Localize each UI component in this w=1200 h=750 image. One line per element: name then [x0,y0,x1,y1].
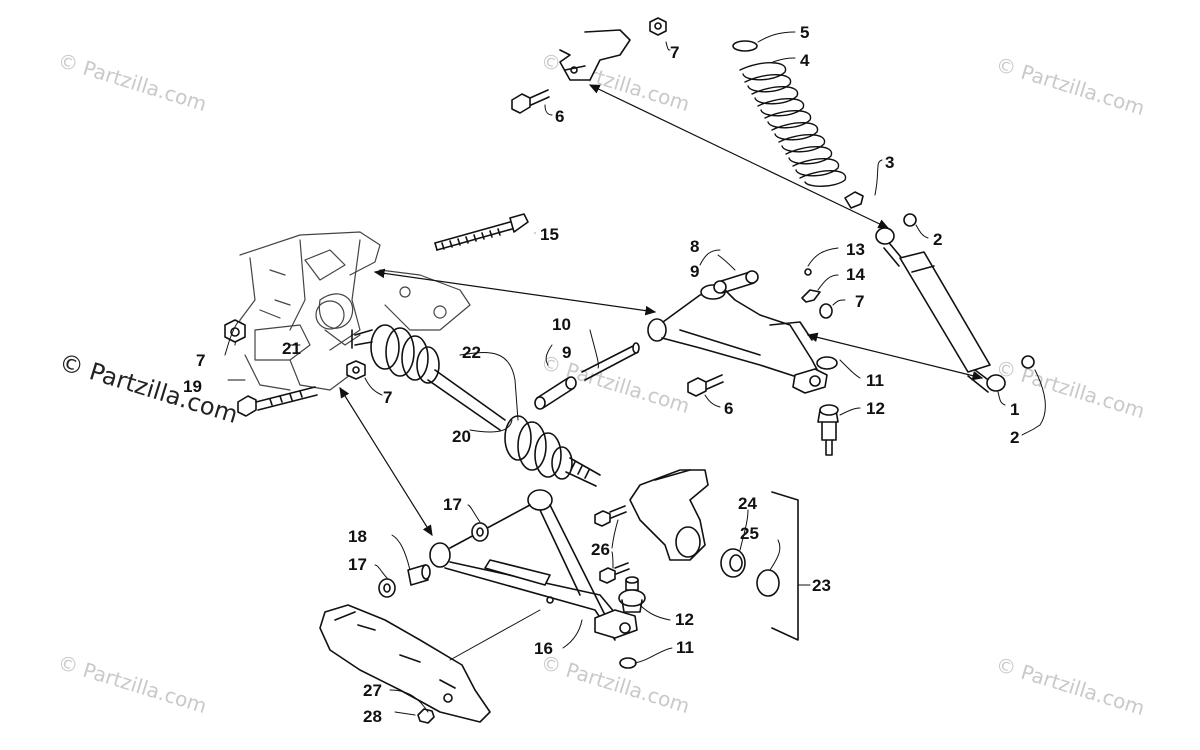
bolt-15 [434,213,529,251]
callout-16: 16 [534,639,553,658]
callout-15: 15 [540,225,559,244]
callout-14: 14 [846,265,865,284]
bushing-17-lower [378,578,396,598]
coil-spring-4 [739,62,847,187]
nut-7-arm [819,303,833,319]
clip-14 [801,289,821,303]
bushing-17-upper [471,522,489,542]
bushing-2-top [903,213,917,227]
callout-28: 28 [363,707,382,726]
callout-6-middle: 6 [724,399,733,418]
ball-joint-12-lower [618,576,646,613]
callout-26: 26 [591,540,610,559]
callout-21: 21 [282,339,301,358]
callout-9-upper: 9 [690,262,699,281]
callout-22: 22 [462,343,481,362]
ring-11-lower [619,657,637,669]
callout-20: 20 [452,427,471,446]
callout-1: 1 [1010,400,1019,419]
bearing-24 [720,548,746,578]
screw-28 [417,708,435,724]
callout-labels: 1 2 2 3 4 5 6 6 7 7 7 7 8 9 9 10 11 11 1… [183,23,1019,726]
nut-7-left [224,319,246,343]
clip-13 [804,268,812,276]
nut-7-top [649,17,667,36]
callout-12-upper: 12 [866,399,885,418]
ball-joint-12-upper [817,404,839,456]
bolt-26-upper [594,505,627,527]
callout-25: 25 [740,524,759,543]
lower-a-arm-16 [429,489,638,641]
callout-24: 24 [738,494,757,513]
bushing-2-bottom [1021,355,1035,369]
callout-4: 4 [800,51,810,70]
bushing-9-upper [713,270,759,294]
callout-2-bottom: 2 [1010,428,1019,447]
bracket-23 [771,491,799,641]
callout-11-lower: 11 [676,638,694,657]
callout-7-right: 7 [855,292,864,311]
bolt-26-lower [599,562,630,584]
callout-18: 18 [348,527,367,546]
assembly-arrows [339,84,984,537]
upper-a-arm-8 [647,284,828,394]
bolt-6-middle [687,374,724,397]
callout-23: 23 [812,576,831,595]
top-bracket [559,29,631,81]
sleeve-10 [581,342,640,381]
callout-6-top: 6 [555,107,564,126]
callout-17-lower: 17 [348,555,367,574]
nut-7-frame [346,360,366,380]
callout-7-frame: 7 [383,388,392,407]
callout-11-upper: 11 [866,371,884,390]
callout-19: 19 [183,377,202,396]
callout-3: 3 [885,153,894,172]
callout-12-lower: 12 [675,610,694,629]
callout-13: 13 [846,240,865,259]
callout-2-top: 2 [933,230,942,249]
leader-lines [224,31,1046,716]
spring-seat-3 [844,191,864,209]
steering-knuckle [629,469,709,561]
callout-7-left: 7 [196,351,205,370]
callout-10: 10 [552,315,571,334]
callout-9-lower: 9 [562,343,571,362]
bushing-9-lower [534,376,577,410]
callout-7-top: 7 [670,43,679,62]
callout-27: 27 [363,681,382,700]
callout-5: 5 [800,23,809,42]
bolt-19 [237,386,318,417]
callout-8: 8 [690,237,699,256]
callout-17-upper: 17 [443,495,462,514]
snap-ring-25 [756,569,780,597]
skid-plate-27 [319,604,491,723]
ring-11-upper [816,356,838,370]
bushing-18 [407,564,431,586]
spring-retainer-5 [732,40,758,52]
bolt-6-top [511,89,550,114]
